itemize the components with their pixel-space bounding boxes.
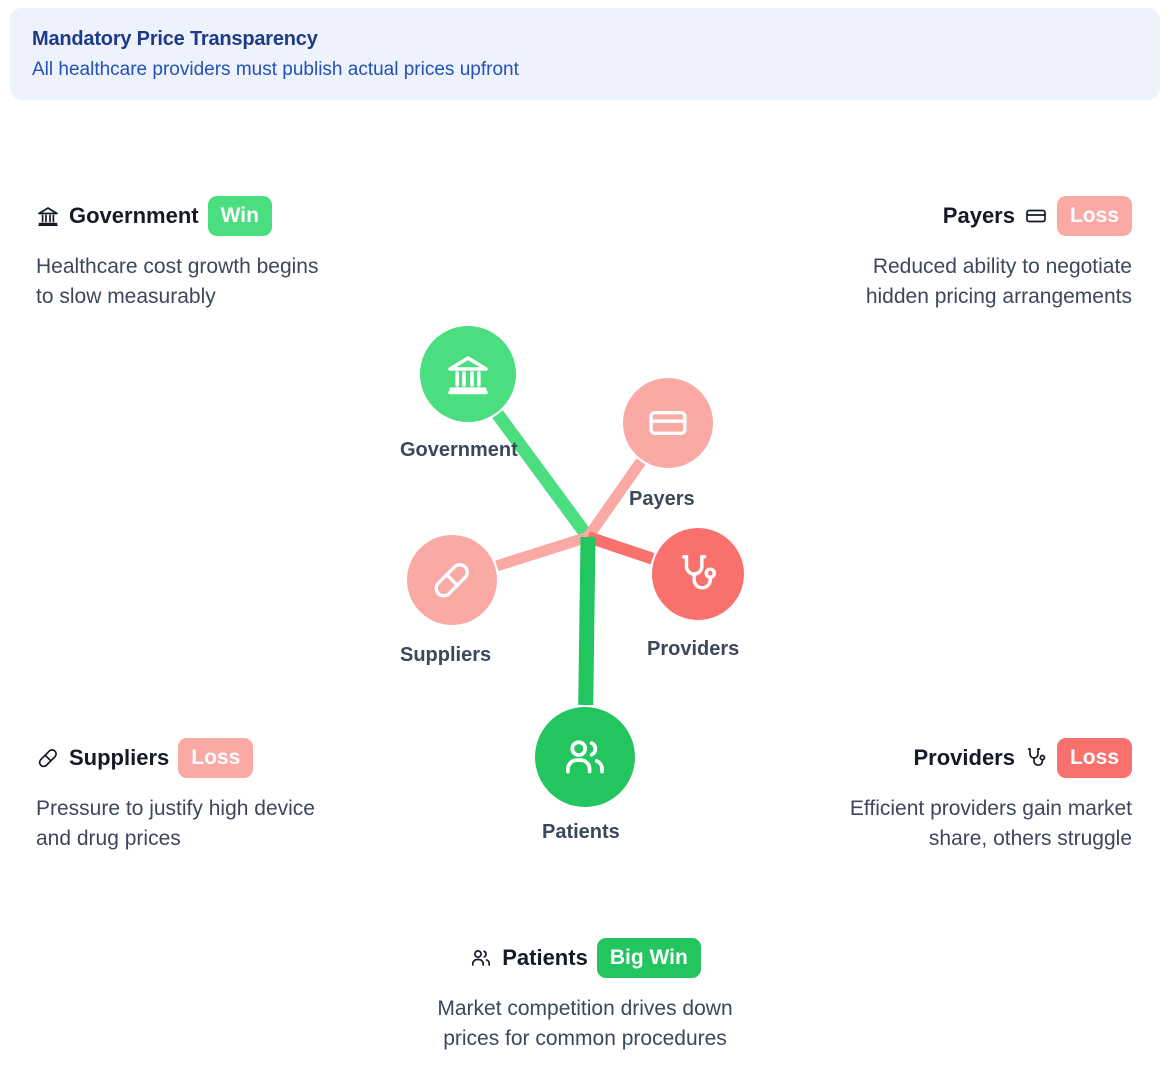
credit-card-icon xyxy=(1024,204,1048,228)
pill-icon xyxy=(36,746,60,770)
stakeholder-name-patients: Patients xyxy=(502,945,588,970)
node-suppliers[interactable] xyxy=(407,535,497,625)
node-label-suppliers: Suppliers xyxy=(400,644,491,666)
credit-card-icon xyxy=(649,411,687,435)
stakeholder-description-payers: Reduced ability to negotiate hidden pric… xyxy=(865,255,1132,308)
stakeholder-description-suppliers: Pressure to justify high device and drug… xyxy=(36,797,315,850)
outcome-badge-providers: Loss xyxy=(1056,738,1132,778)
stakeholder-description-patients: Market competition drives down prices fo… xyxy=(437,997,733,1050)
stakeholder-name-payers: Payers xyxy=(942,203,1015,228)
banner-title: Mandatory Price Transparency xyxy=(32,28,318,50)
spoke-suppliers xyxy=(495,531,590,572)
stakeholder-header-patients: Patients Big Win xyxy=(435,938,735,978)
node-label-payers: Payers xyxy=(629,488,695,510)
stakeholder-description-providers: Efficient providers gain market share, o… xyxy=(849,797,1132,850)
spoke-payers xyxy=(583,458,646,541)
stakeholder-card-patients: Patients Big Win Market competition driv… xyxy=(435,938,735,1054)
stakeholder-card-providers: Providers Loss Efficient providers gain … xyxy=(832,738,1132,854)
stethoscope-icon xyxy=(682,555,717,590)
outcome-badge-suppliers: Loss xyxy=(178,738,254,778)
stakeholder-header-suppliers: Suppliers Loss xyxy=(36,738,336,778)
bank-icon xyxy=(36,204,60,228)
node-label-patients: Patients xyxy=(542,821,620,843)
node-payers[interactable] xyxy=(623,378,713,468)
spoke-government xyxy=(492,410,594,541)
stakeholder-card-payers: Payers Loss Reduced ability to negotiate… xyxy=(832,196,1132,312)
node-government[interactable] xyxy=(420,326,516,422)
bank-icon xyxy=(448,356,488,395)
node-patients[interactable] xyxy=(535,707,635,807)
node-label-providers: Providers xyxy=(647,638,739,660)
stakeholder-name-suppliers: Suppliers xyxy=(69,745,170,770)
stakeholder-header-payers: Payers Loss xyxy=(832,196,1132,236)
banner-subtitle: All healthcare providers must publish ac… xyxy=(32,59,519,80)
stakeholder-header-government: Government Win xyxy=(36,196,336,236)
users-icon xyxy=(566,740,604,774)
node-label-government: Government xyxy=(400,439,518,461)
spoke-providers xyxy=(586,531,655,565)
stakeholder-description-government: Healthcare cost growth begins to slow me… xyxy=(36,255,319,308)
stakeholder-name-providers: Providers xyxy=(913,745,1015,770)
stethoscope-icon xyxy=(1024,746,1048,770)
spoke-patients xyxy=(578,536,596,706)
policy-banner: Mandatory Price Transparency All healthc… xyxy=(10,8,1160,100)
stakeholder-header-providers: Providers Loss xyxy=(832,738,1132,778)
outcome-badge-patients: Big Win xyxy=(596,938,701,978)
stakeholder-card-government: Government Win Healthcare cost growth be… xyxy=(36,196,336,312)
pill-icon xyxy=(434,563,469,598)
outcome-badge-payers: Loss xyxy=(1056,196,1132,236)
stakeholder-card-suppliers: Suppliers Loss Pressure to justify high … xyxy=(36,738,336,854)
stakeholder-name-government: Government xyxy=(69,203,199,228)
users-icon xyxy=(469,946,493,970)
node-providers[interactable] xyxy=(652,528,744,620)
outcome-badge-government: Win xyxy=(207,196,272,236)
